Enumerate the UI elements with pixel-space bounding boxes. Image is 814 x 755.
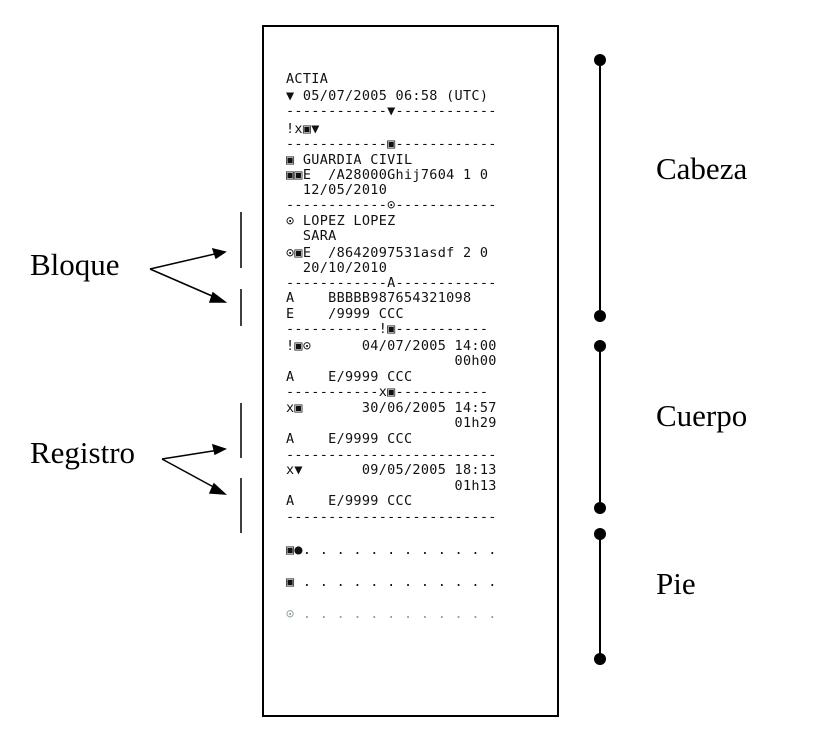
registro-arrows <box>161 443 228 495</box>
registro-arrowhead-upper <box>211 443 227 456</box>
registro-label: Registro <box>30 435 136 470</box>
bloque-arrowhead-lower <box>208 291 228 303</box>
ticket-line: ------------▣------------ <box>286 136 497 152</box>
ticket-line: ▣●. . . . . . . . . . . . <box>286 542 497 558</box>
cabeza-label: Cabeza <box>656 151 748 186</box>
ticket-line: A BBBBB987654321098 <box>286 290 472 306</box>
ticket-line: E /9999 CCC <box>286 306 404 322</box>
cuerpo-label: Cuerpo <box>656 398 748 433</box>
ticket-line: ------------▼------------ <box>286 103 497 119</box>
ticket-line: SARA <box>286 228 337 244</box>
bloque-arrow-upper <box>149 252 220 270</box>
ticket-line: ------------------------- <box>286 509 497 525</box>
ticket-line: 01h13 <box>286 478 497 494</box>
ticket-line: ⊙▣E /8642097531asdf 2 0 <box>286 245 489 261</box>
printout-ticket <box>262 25 559 717</box>
cabeza-bracket-end-dot <box>594 310 606 322</box>
ticket-line: !▣⊙ 04/07/2005 14:00 <box>286 338 497 354</box>
registro-arrow-upper <box>161 449 220 460</box>
pie-bracket-start-dot <box>594 528 606 540</box>
ticket-line: A E/9999 CCC <box>286 493 413 509</box>
bloque-arrowhead-upper <box>211 247 227 260</box>
bloque-label: Bloque <box>30 247 120 282</box>
ticket-line: 00h00 <box>286 353 497 369</box>
ticket-line: -----------x▣----------- <box>286 384 489 400</box>
ticket-line: x▼ 09/05/2005 18:13 <box>286 462 497 478</box>
ticket-line: ------------⊙------------ <box>286 197 497 213</box>
bloque-arrow-lower <box>149 268 220 300</box>
ticket-line: A E/9999 CCC <box>286 431 413 447</box>
ticket-line: -----------!▣----------- <box>286 321 489 337</box>
ticket-line: ⊙ LOPEZ LOPEZ <box>286 213 396 229</box>
cuerpo-bracket-end-dot <box>594 502 606 514</box>
ticket-line: 20/10/2010 <box>286 260 388 276</box>
ticket-line: x▣ 30/06/2005 14:57 <box>286 400 497 416</box>
ticket-line: ------------A------------ <box>286 275 497 291</box>
pie-label: Pie <box>656 566 696 601</box>
ticket-line: 01h29 <box>286 415 497 431</box>
registro-arrow-lower <box>161 458 220 491</box>
cuerpo-bracket-start-dot <box>594 340 606 352</box>
ticket-line: ⊙ . . . . . . . . . . . . <box>286 606 497 622</box>
ticket-line: ACTIA <box>286 71 329 87</box>
ticket-line: ▣ . . . . . . . . . . . . <box>286 574 497 590</box>
ticket-line: A E/9999 CCC <box>286 369 413 385</box>
ticket-line: ▣ GUARDIA CIVIL <box>286 152 413 168</box>
cabeza-bracket-start-dot <box>594 54 606 66</box>
ticket-line: ------------------------- <box>286 447 497 463</box>
ticket-line: 12/05/2010 <box>286 182 388 198</box>
ticket-line: ▼ 05/07/2005 06:58 (UTC) <box>286 88 489 104</box>
registro-arrowhead-lower <box>208 482 228 495</box>
pie-bracket-end-dot <box>594 653 606 665</box>
ticket-line: ▣▣E /A28000Ghij7604 1 0 <box>286 167 489 183</box>
ticket-line: !x▣▼ <box>286 121 320 137</box>
bloque-arrows <box>149 247 228 303</box>
